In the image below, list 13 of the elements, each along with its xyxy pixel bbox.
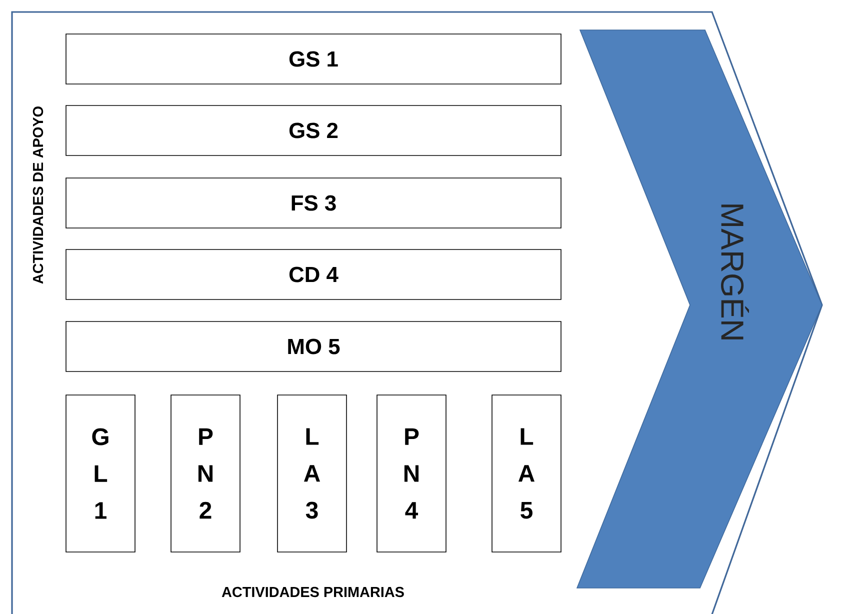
- primary-activity-box: L A 3: [277, 394, 347, 552]
- support-activity-box: MO 5: [66, 321, 562, 372]
- primary-activity-box: P N 2: [170, 394, 240, 552]
- margin-chevron: MARGÉN: [576, 30, 822, 588]
- primary-activity-box: L A 5: [492, 394, 562, 552]
- support-activity-box: GS 2: [66, 105, 562, 156]
- primary-activity-box: P N 4: [376, 394, 446, 552]
- axis-label: ACTIVIDADES DE APOYO: [32, 106, 44, 284]
- support-activity-box: FS 3: [66, 178, 562, 228]
- primary-activity-box: G L 1: [66, 394, 136, 552]
- support-activity-box: CD 4: [66, 249, 562, 300]
- support-activity-box: GS 1: [66, 34, 562, 84]
- axis-label: ACTIVIDADES PRIMARIAS: [222, 586, 404, 598]
